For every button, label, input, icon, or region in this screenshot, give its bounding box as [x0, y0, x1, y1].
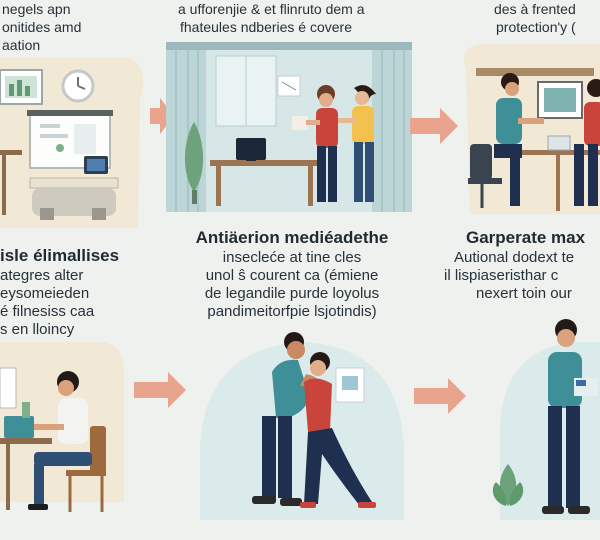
panel-top-right: des à frented protection'y ( — [456, 0, 600, 216]
office-desk-scene-icon — [0, 58, 150, 228]
body-line: pandimeitorfpie lsjotindis) — [207, 303, 377, 320]
panel-top-center: a ufforenjie & et flinruto dem a fhateul… — [166, 0, 412, 214]
embrace-scene-icon — [200, 328, 406, 520]
curtained-room-scene-icon — [166, 42, 412, 212]
caption-line: aation — [2, 37, 41, 53]
body-line: nexert toin our — [476, 285, 572, 302]
body-line: ategres alter — [0, 267, 84, 284]
caption-line: a ufforenjie & et flinruto dem a — [178, 1, 365, 17]
arrow-right-icon — [134, 370, 186, 410]
panel-mid-center: Antiäerion mediéadethe insecleće at tine… — [176, 222, 408, 332]
plant-icon — [492, 464, 524, 506]
body-line: insecleće at tine cles — [222, 249, 362, 266]
desk-worker-scene-icon — [0, 342, 140, 520]
body-line: eysomeieden — [0, 285, 90, 302]
section-title: Antiäerion mediéadethe — [195, 228, 389, 247]
panel-top-left: negels apn onitides amd aation — [0, 0, 150, 230]
caption-line: protection'y ( — [496, 19, 576, 35]
arrow-right-icon — [414, 376, 466, 416]
section-title: Garperate max — [466, 228, 586, 247]
body-line: il lispiaseristhar c — [444, 267, 559, 284]
standing-reader-scene-icon — [470, 316, 600, 520]
arrow-right-icon — [150, 96, 174, 136]
caption-line: negels apn — [2, 1, 71, 17]
caption-line: fhateules ndberies é covere — [180, 19, 352, 35]
body-line: de legandile purde loyolus — [204, 285, 380, 302]
arrow-right-icon — [410, 106, 458, 146]
body-line: Autional dodext te — [454, 249, 575, 266]
body-line: unol ŝ courent ca (émiene — [205, 267, 379, 284]
body-line: é filnesiss caa — [0, 303, 95, 320]
meeting-office-scene-icon — [456, 40, 600, 214]
section-title: isle élimallises — [0, 246, 120, 265]
panel-mid-left: isle élimallises ategres alter eysomeied… — [0, 234, 150, 344]
caption-line: des à frented — [494, 1, 576, 17]
caption-line: onitides amd — [2, 19, 82, 35]
panel-mid-right: Garperate max Autional dodext te il lisp… — [440, 222, 600, 312]
body-line: s en lloincy — [0, 321, 75, 338]
